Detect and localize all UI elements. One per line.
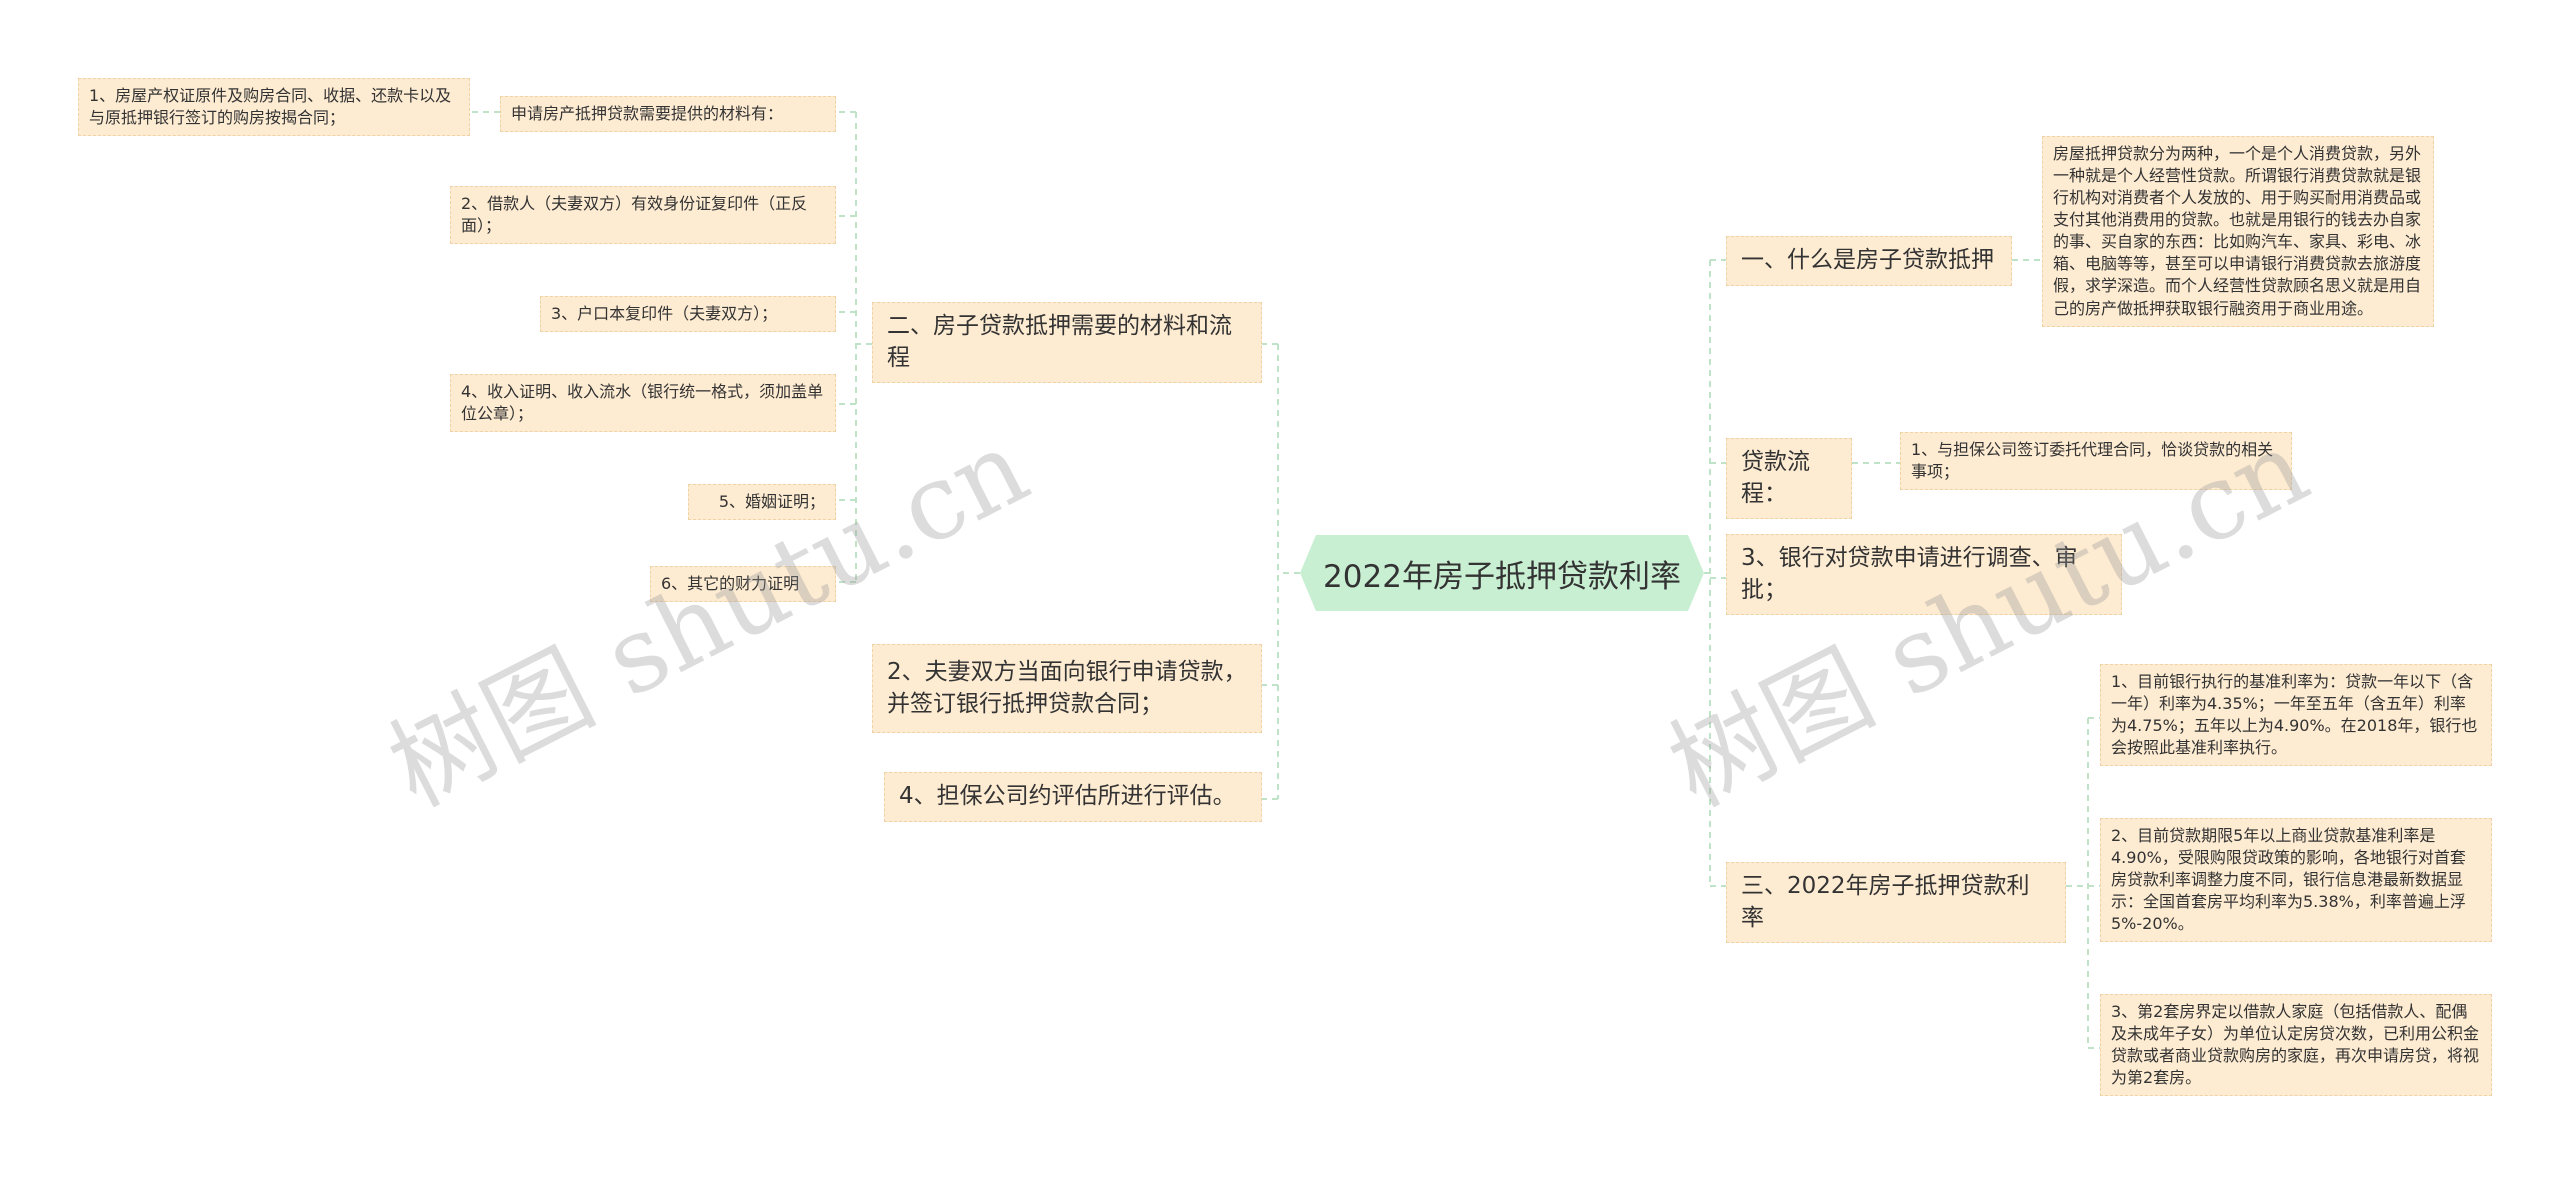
step-2-apply-bank-loan[interactable]: 2、夫妻双方当面向银行申请贷款，并签订银行抵押贷款合同； <box>872 644 1262 734</box>
materials-header[interactable]: 申请房产抵押贷款需要提供的材料有： <box>500 96 836 133</box>
material-item-5[interactable]: 5、婚姻证明； <box>688 484 836 521</box>
step-4-assessment[interactable]: 4、担保公司约评估所进行评估。 <box>884 772 1262 822</box>
material-item-2[interactable]: 2、借款人（夫妻双方）有效身份证复印件（正反面）； <box>450 186 836 245</box>
rate-item-2[interactable]: 2、目前贷款期限5年以上商业贷款基准利率是4.90%，受限购限贷政策的影响，各地… <box>2100 818 2492 943</box>
loan-process-item-1[interactable]: 1、与担保公司签订委托代理合同，恰谈贷款的相关事项； <box>1900 432 2292 491</box>
branch-loan-process[interactable]: 贷款流程： <box>1726 438 1852 520</box>
material-item-3[interactable]: 3、户口本复印件（夫妻双方）； <box>540 296 836 333</box>
material-item-6[interactable]: 6、其它的财力证明 <box>650 566 836 603</box>
material-item-1[interactable]: 1、房屋产权证原件及购房合同、收据、还款卡以及与原抵押银行签订的购房按揭合同； <box>78 78 470 137</box>
rate-item-3[interactable]: 3、第2套房界定以借款人家庭（包括借款人、配偶及未成年子女）为单位认定房贷次数，… <box>2100 994 2492 1097</box>
branch-materials-and-process[interactable]: 二、房子贷款抵押需要的材料和流程 <box>872 302 1262 384</box>
what-is-mortgage-description[interactable]: 房屋抵押贷款分为两种，一个是个人消费贷款，另外一种就是个人经营性贷款。所谓银行消… <box>2042 136 2434 327</box>
material-item-4[interactable]: 4、收入证明、收入流水（银行统一格式，须加盖单位公章）； <box>450 374 836 433</box>
root-topic[interactable]: 2022年房子抵押贷款利率 <box>1300 535 1704 611</box>
rate-item-1[interactable]: 1、目前银行执行的基准利率为：贷款一年以下（含一年）利率为4.35%；一年至五年… <box>2100 664 2492 767</box>
branch-2022-rates[interactable]: 三、2022年房子抵押贷款利率 <box>1726 862 2066 944</box>
step-3-bank-review[interactable]: 3、银行对贷款申请进行调查、审批； <box>1726 534 2122 616</box>
branch-what-is-mortgage[interactable]: 一、什么是房子贷款抵押 <box>1726 236 2012 286</box>
